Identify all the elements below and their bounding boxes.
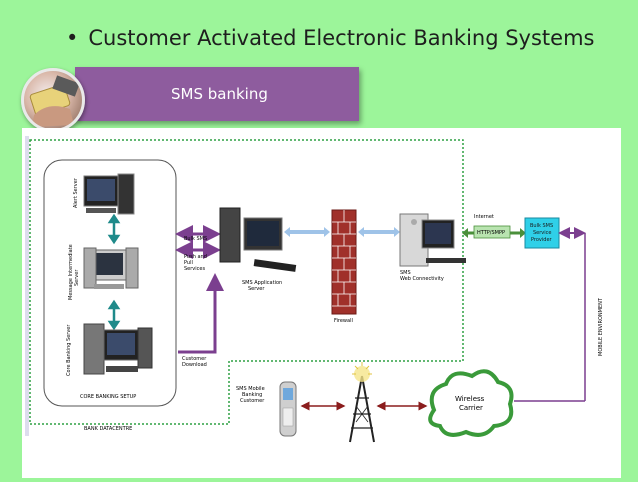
bank-datacentre-label: BANK DATACENTRE xyxy=(84,426,132,432)
firewall-to-web-arrow xyxy=(358,227,400,237)
bullet-dot: • xyxy=(66,26,79,50)
wireless-carrier-label-line2: Carrier xyxy=(459,404,483,412)
web-connectivity-label-line1: SMS xyxy=(400,270,411,276)
bulk-sms-label: Bulk SMS xyxy=(184,236,207,242)
banner-label: SMS banking xyxy=(171,85,268,103)
bulk-provider-label-line3: Provider xyxy=(531,237,553,243)
message-server-label-line1: Message Intermediate xyxy=(68,244,74,300)
banking-thumbnail-image xyxy=(21,68,85,132)
server-link-arrows xyxy=(107,213,121,331)
sms-app-server-label-line1: SMS Application xyxy=(242,280,282,286)
mobile-phone-icon xyxy=(279,381,297,437)
alert-server-label: Alert Server xyxy=(73,177,79,208)
bulk-provider-label-line2: Service xyxy=(533,230,551,236)
wireless-carrier-cloud-icon xyxy=(428,369,514,437)
sms-banking-banner: SMS banking xyxy=(75,67,359,121)
core-banking-server-icon xyxy=(83,323,153,375)
core-banking-server-label: Core Banking Server xyxy=(66,324,72,376)
hand-with-card-icon xyxy=(29,75,80,127)
customer-download-label-line1: Customer xyxy=(182,356,207,362)
bank-datacentre-boundary xyxy=(29,139,464,425)
web-connectivity-label-line2: Web Connectivity xyxy=(400,276,444,282)
push-pull-label-line2: Pull xyxy=(184,260,193,266)
wireless-carrier-label-line1: Wireless xyxy=(455,395,485,403)
sms-app-server-label-line2: Server xyxy=(248,286,265,292)
http-smpp-box xyxy=(473,225,511,239)
alert-server-icon xyxy=(83,173,135,215)
cell-tower-icon xyxy=(349,362,375,443)
mobile-environment-label: MOBILE ENVIRONMENT xyxy=(598,297,604,356)
sms-customer-label-line3: Customer xyxy=(240,398,265,404)
push-pull-label-line3: Services xyxy=(184,266,205,272)
sms-application-server-icon xyxy=(219,207,297,272)
push-pull-label-line1: Push and xyxy=(184,254,207,260)
firewall-icon xyxy=(331,209,357,315)
app-to-firewall-arrow xyxy=(284,227,330,237)
sms-customer-label-line1: SMS Mobile xyxy=(236,386,265,392)
internet-label: Internet xyxy=(474,214,494,220)
slide-bullet: • Customer Activated Electronic Banking S… xyxy=(66,26,594,50)
message-intermediate-server-icon xyxy=(83,247,139,289)
sms-customer-label-line2: Banking xyxy=(242,392,262,398)
customer-download-label-line2: Download xyxy=(182,362,207,368)
http-smpp-label: HTTP/SMPP xyxy=(477,230,505,236)
slide-bullet-text: Customer Activated Electronic Banking Sy… xyxy=(88,26,595,50)
customer-download-arrow xyxy=(178,273,224,354)
core-banking-setup-label: CORE BANKING SETUP xyxy=(80,394,136,400)
firewall-label: Firewall xyxy=(334,318,353,324)
sms-banking-architecture-diagram: Alert Server Message Intermediate Server… xyxy=(22,128,621,478)
bulk-provider-label-line1: Bulk SMS xyxy=(530,223,553,229)
message-server-label-line2: Server xyxy=(74,269,80,286)
sms-web-connectivity-server-icon xyxy=(399,213,466,267)
